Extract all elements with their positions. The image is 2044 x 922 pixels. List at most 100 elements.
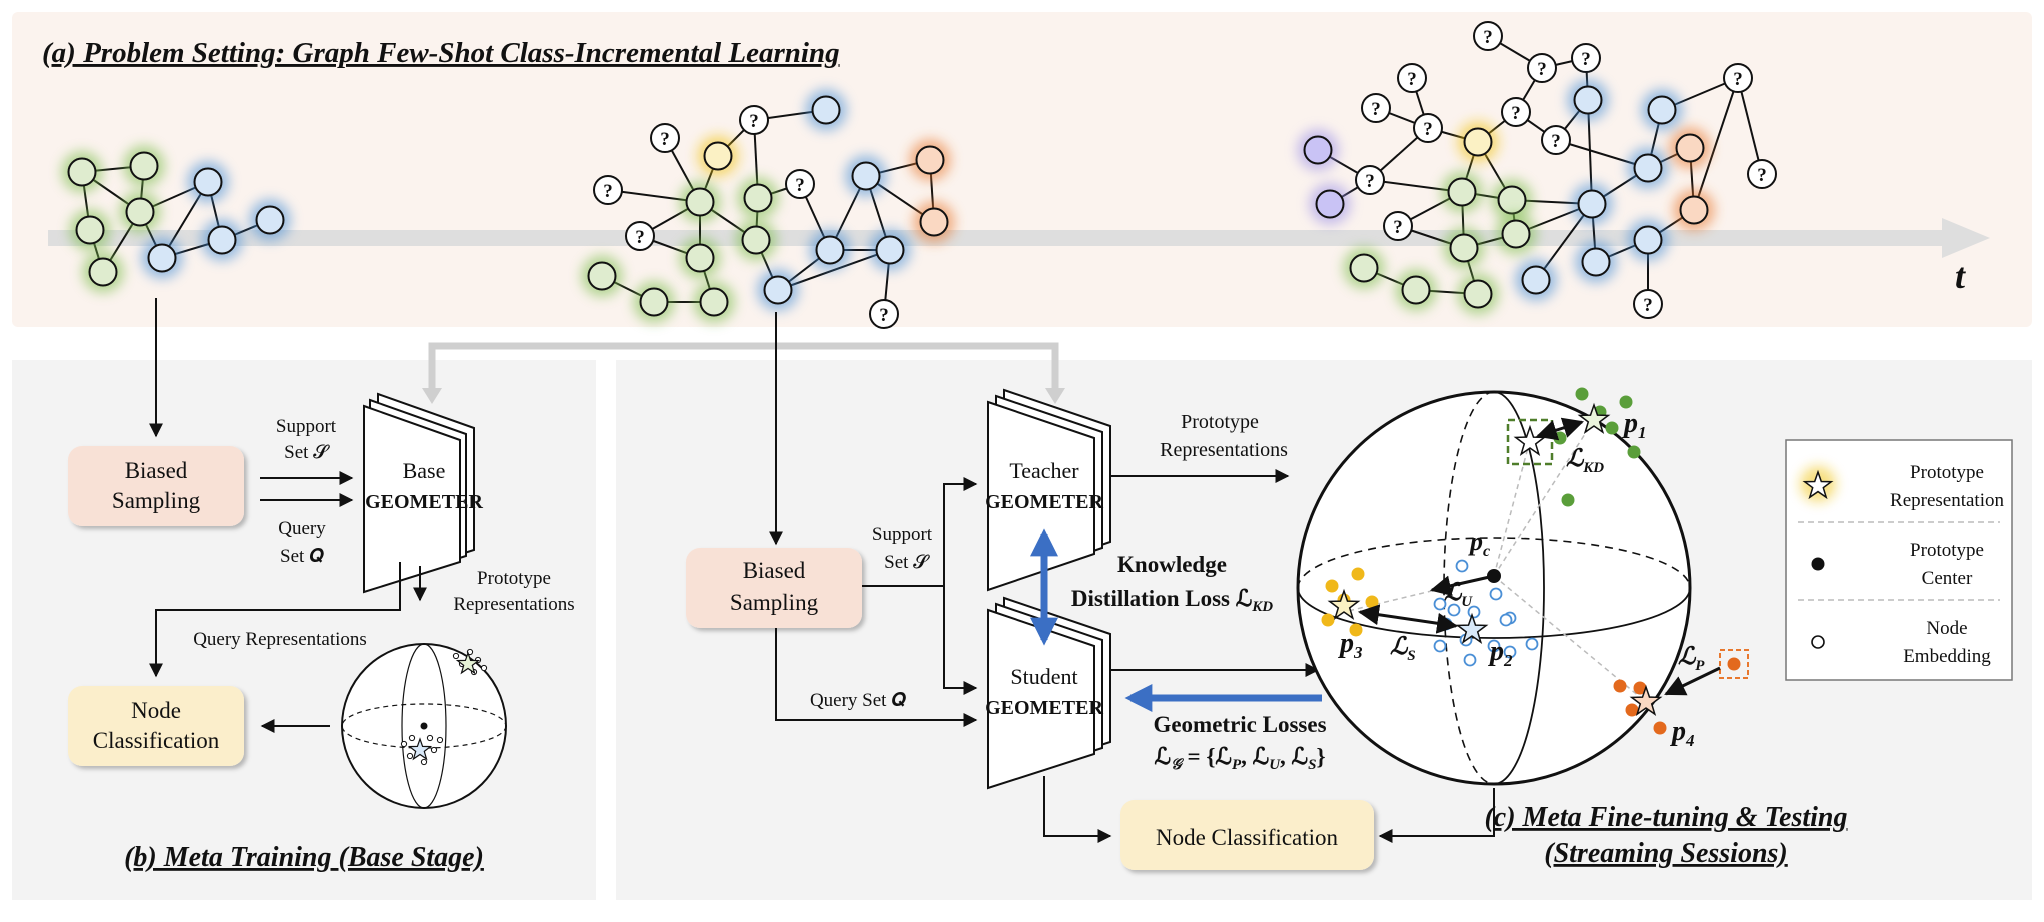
blue-node-embedding	[1433, 639, 1447, 653]
unknown-node	[1723, 63, 1753, 93]
connector-arrow-teacher	[1045, 388, 1065, 404]
graph-edge	[1737, 77, 1763, 175]
graph-node	[1463, 127, 1493, 157]
panel-a-title: (a) Problem Setting: Graph Few-Shot Clas…	[42, 37, 840, 69]
label-lkd: ℒKD	[1566, 446, 1604, 476]
base-prototype-repr-label-1: Prototype	[477, 568, 551, 589]
graph-node	[919, 207, 949, 237]
label-lp: ℒP	[1678, 644, 1705, 674]
unknown-node-mark: ?	[635, 227, 645, 248]
base-query-set-label-2: Set 𝑸	[280, 546, 324, 567]
stream-biased-sampling-label-2: Sampling	[730, 590, 819, 615]
teacher-label-2: GEOMETER	[985, 491, 1103, 513]
yellow-node-embedding	[1325, 579, 1339, 593]
unknown-node-mark: ?	[1407, 69, 1417, 90]
graph-node	[1521, 265, 1551, 295]
arrow-support-to-teacher	[943, 477, 978, 586]
green-node-embedding	[1605, 421, 1619, 435]
unknown-node-mark: ?	[603, 181, 613, 202]
graph-node	[1349, 253, 1379, 283]
legend-filled-dot-icon	[1811, 557, 1825, 571]
label-p4: p4	[1670, 716, 1695, 750]
graph-node	[699, 287, 729, 317]
unknown-node-mark: ?	[1733, 69, 1743, 90]
base-biased-sampling-label-2: Sampling	[112, 488, 201, 513]
graph-node	[129, 151, 159, 181]
query-repr-label: Query Representations	[193, 629, 367, 650]
graph-node	[811, 95, 841, 125]
orange-node-embedding	[1613, 679, 1627, 693]
unknown-node-mark: ?	[1581, 49, 1591, 70]
unknown-node	[1527, 53, 1557, 83]
graph-node	[685, 187, 715, 217]
unknown-node	[1361, 93, 1391, 123]
kd-loss-label-2: Distillation Loss ℒKD	[1071, 586, 1273, 615]
yellow-node-embedding	[1365, 595, 1379, 609]
stream-query-set-label: Query Set 𝑸	[810, 690, 906, 711]
graph-node	[1581, 247, 1611, 277]
lu-arrow	[1429, 574, 1495, 597]
unknown-node	[1501, 97, 1531, 127]
unknown-node-mark: ?	[1537, 59, 1547, 80]
graph-node	[741, 225, 771, 255]
unknown-node	[1413, 113, 1443, 143]
prototype-star-p2	[1455, 612, 1489, 644]
base-node-classification-label-2: Classification	[93, 728, 220, 753]
old-prototype-box	[1506, 418, 1554, 466]
unknown-node-mark: ?	[660, 129, 670, 150]
unknown-node	[593, 175, 623, 205]
unknown-node-mark: ?	[1423, 119, 1433, 140]
graph-node	[1679, 195, 1709, 225]
green-node-embedding	[1575, 387, 1589, 401]
label-lu: ℒU	[1444, 580, 1473, 610]
legend-icons	[1800, 466, 1836, 649]
unknown-node	[1473, 21, 1503, 51]
unknown-node	[1355, 165, 1385, 195]
stream-node-classification-label: Node Classification	[1156, 825, 1339, 850]
graph-node	[1315, 189, 1345, 219]
graph-node	[1463, 279, 1493, 309]
legend-item-1-label-1: Prototype	[1910, 462, 1984, 483]
base-model-label-2: GEOMETER	[365, 491, 483, 513]
graph-session-1: ??????	[581, 89, 955, 329]
unknown-node	[1383, 211, 1413, 241]
unknown-node-mark: ?	[1365, 171, 1375, 192]
unknown-node-mark: ?	[1643, 295, 1653, 316]
graph-node	[685, 243, 715, 273]
time-axis-label: t	[1955, 256, 1966, 296]
prototype-link	[1493, 439, 1531, 577]
blue-node-embedding	[1499, 613, 1513, 627]
base-biased-sampling-box	[68, 446, 244, 526]
blue-node-embedding	[1463, 653, 1477, 667]
unknown-node	[1397, 63, 1427, 93]
unknown-node	[1747, 159, 1777, 189]
label-pc: pc	[1468, 527, 1490, 560]
orange-node-embedding	[1625, 703, 1639, 717]
label-ls: ℒS	[1390, 634, 1416, 664]
kd-loss-label-1: Knowledge	[1117, 552, 1227, 577]
stream-prototype-repr-label-1: Prototype	[1181, 411, 1259, 433]
graph-node	[875, 235, 905, 265]
unknown-node-mark: ?	[1371, 99, 1381, 120]
unknown-node-mark: ?	[1393, 217, 1403, 238]
graph-node	[815, 235, 845, 265]
stream-biased-sampling-box	[686, 548, 862, 628]
small-hypersphere	[341, 643, 507, 809]
legend-item-2-label-1: Prototype	[1910, 540, 1984, 561]
graph-session-base	[61, 145, 291, 293]
label-p2: p2	[1488, 636, 1513, 670]
base-node-classification-box	[68, 686, 244, 766]
small-node-embedding	[400, 740, 408, 748]
prototype-star-p3	[1327, 588, 1361, 620]
yellow-node-embedding	[1321, 613, 1335, 627]
ls-arrow	[1357, 604, 1459, 634]
graph-node	[1447, 177, 1477, 207]
prototype-star-p1	[1577, 402, 1611, 434]
label-p1: p1	[1622, 408, 1647, 442]
graph-node	[1675, 133, 1705, 163]
arrow-query-repr	[149, 562, 401, 678]
streaming-graphs: ???????????????????	[61, 21, 1777, 329]
small-node-embedding	[420, 758, 428, 766]
small-node-embedding	[406, 752, 414, 760]
